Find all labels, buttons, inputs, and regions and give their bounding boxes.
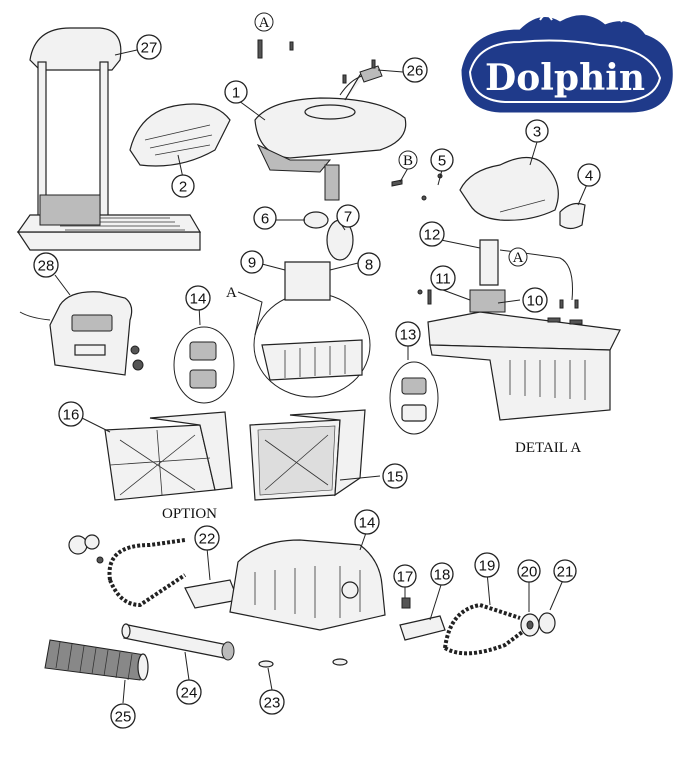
callout-7: 7	[336, 204, 360, 228]
detail-a-label: DETAIL A	[515, 440, 581, 456]
callout-15-text: 15	[387, 469, 404, 486]
ref-a-detail-text: A	[513, 250, 524, 266]
clip-circle-14	[173, 326, 235, 404]
callout-1: 1	[224, 80, 248, 104]
callout-27: 27	[136, 34, 162, 60]
side-cover-part	[459, 156, 559, 221]
brush-part	[44, 639, 149, 681]
callout-19-text: 19	[479, 558, 496, 575]
callout-12: 12	[419, 221, 445, 247]
callout-14-body-text: 14	[359, 515, 376, 532]
callout-5: 5	[430, 148, 454, 172]
filter-panels-15	[249, 409, 366, 501]
callout-21: 21	[553, 559, 577, 583]
clip-circle-13	[389, 361, 439, 435]
power-supply-part	[19, 291, 144, 376]
screws-group	[257, 39, 443, 201]
callout-9: 9	[240, 250, 264, 274]
callout-14-top-text: 14	[190, 291, 207, 308]
callout-17: 17	[393, 564, 417, 588]
leader-lines	[54, 49, 589, 704]
callout-8-text: 8	[365, 257, 373, 274]
callout-21-text: 21	[557, 564, 574, 581]
callout-27-text: 27	[141, 40, 158, 57]
callout-14-top: 14	[185, 285, 211, 311]
roller-tube-part	[121, 623, 235, 661]
logo-text: Dolphin	[485, 57, 645, 99]
callout-4-text: 4	[585, 168, 593, 185]
clip-part	[559, 202, 586, 230]
pin-part	[401, 597, 411, 609]
callout-2-text: 2	[179, 179, 187, 196]
ref-a-top-text: A	[259, 15, 270, 31]
detail-circle-a	[253, 261, 371, 398]
callout-7-text: 7	[344, 209, 352, 226]
callout-2: 2	[171, 174, 195, 198]
callout-16-text: 16	[63, 407, 80, 424]
ref-a-label: A	[226, 285, 237, 301]
callout-17-text: 17	[397, 569, 414, 586]
callout-23: 23	[259, 689, 285, 715]
callout-28-text: 28	[38, 258, 55, 275]
caddy-stand	[16, 27, 202, 251]
callout-25-text: 25	[115, 709, 132, 726]
callout-14-body: 14	[354, 509, 380, 535]
callout-20: 20	[517, 559, 541, 583]
callout-26-text: 26	[407, 63, 424, 80]
callout-19: 19	[474, 552, 500, 578]
option-label: OPTION	[162, 506, 217, 522]
callout-16: 16	[58, 401, 84, 427]
callout-11-text: 11	[435, 271, 451, 288]
callout-9-text: 9	[248, 255, 256, 272]
callout-20-text: 20	[521, 564, 538, 581]
callout-10-text: 10	[527, 293, 544, 310]
wheels-20-21	[520, 612, 556, 637]
motor-cover-part	[129, 103, 231, 167]
callout-22-text: 22	[199, 531, 216, 548]
ref-a-circle-top: A	[254, 12, 274, 32]
seal-parts	[303, 211, 354, 261]
callout-26: 26	[402, 57, 428, 83]
callout-11: 11	[430, 265, 456, 291]
callout-18-text: 18	[434, 567, 451, 584]
callout-28: 28	[33, 252, 59, 278]
callout-24-text: 24	[181, 685, 198, 702]
callout-13-text: 13	[400, 327, 417, 344]
callout-1-text: 1	[232, 85, 240, 102]
callout-25: 25	[110, 703, 136, 729]
callout-8: 8	[357, 252, 381, 276]
ref-a-circle-detail: A	[508, 247, 528, 267]
callout-6: 6	[253, 206, 277, 230]
ref-b-text: B	[403, 153, 413, 169]
track-belt-right	[443, 602, 527, 656]
side-bracket-part	[184, 579, 239, 609]
dolphin-logo: Dolphin	[461, 8, 673, 113]
callout-10: 10	[522, 287, 548, 313]
callout-13: 13	[395, 321, 421, 347]
callout-24: 24	[176, 679, 202, 705]
top-cover-part	[254, 69, 407, 201]
callout-23-text: 23	[264, 695, 281, 712]
callout-12-text: 12	[424, 227, 441, 244]
small-washers-23	[258, 658, 348, 668]
filter-panels-option	[104, 411, 233, 501]
callout-3-text: 3	[533, 124, 541, 141]
callout-22: 22	[194, 525, 220, 551]
ref-b-circle: B	[398, 150, 418, 170]
callout-4: 4	[577, 163, 601, 187]
detail-a-motor-unit	[417, 239, 621, 421]
track-belt-left	[68, 534, 187, 608]
body-chassis-part	[229, 539, 386, 631]
bracket-part-18	[399, 615, 446, 641]
callout-18: 18	[430, 562, 454, 586]
callout-3: 3	[525, 119, 549, 143]
callout-5-text: 5	[438, 153, 446, 170]
callout-15: 15	[382, 463, 408, 489]
callout-6-text: 6	[261, 211, 269, 228]
